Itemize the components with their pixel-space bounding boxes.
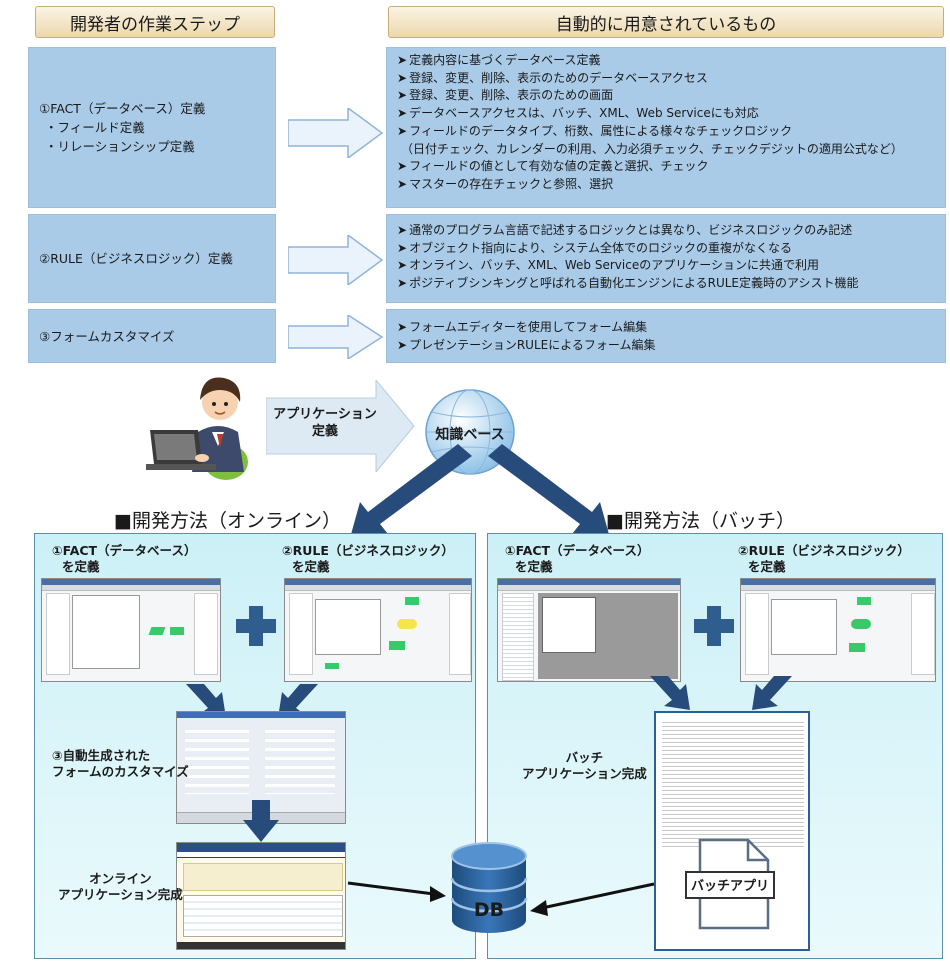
online-fact-screenshot: [41, 578, 221, 682]
auto-fact-item: ➤登録、変更、削除、表示のための画面: [397, 88, 614, 103]
batch-fact-label: ①FACT（データベース） を定義: [505, 543, 649, 575]
auto-fact-item: ➤定義内容に基づくデータベース定義: [397, 53, 601, 67]
online-plus-icon: [236, 606, 276, 646]
step-rule-box: ②RULE（ビジネスロジック）定義: [28, 214, 276, 303]
developer-illustration: [146, 377, 248, 480]
db-cylinder-icon: [450, 842, 528, 933]
header-developer-steps: 開発者の作業ステップ: [35, 6, 275, 38]
step-rule-title: ②RULE（ビジネスロジック）定義: [39, 251, 233, 266]
auto-rule-item: ➤通常のプログラム言語で記述するロジックとは異なり、ビジネスロジックのみ記述: [397, 223, 853, 237]
batch-rule-screenshot: [740, 578, 936, 682]
globe-split-arrows: [350, 444, 610, 538]
batch-done-line2: アプリケーション完成: [522, 766, 647, 781]
online-to-db-arrow: [347, 881, 446, 902]
online-rule-line2: を定義: [292, 559, 330, 574]
header-auto-provided-text: 自動的に用意されているもの: [555, 14, 777, 35]
auto-fact-item: ➤データベースアクセスは、バッチ、XML、Web Serviceにも対応: [397, 106, 759, 121]
auto-fact-item: （日付チェック、カレンダーの利用、入力必須チェック、チェックデジットの適用公式な…: [401, 141, 903, 156]
batch-rule-line2: を定義: [748, 559, 786, 574]
auto-box-fact: ➤定義内容に基づくデータベース定義 ➤登録、変更、削除、表示のためのデータベース…: [386, 47, 946, 208]
arrow-to-batch: [488, 444, 610, 538]
step-fact-box: ①FACT（データベース）定義 ・フィールド定義 ・リレーションシップ定義: [28, 47, 276, 208]
online-down-arrow: [243, 800, 279, 842]
knowledge-base-label: 知識ベース: [435, 427, 505, 443]
app-definition-label: アプリケーション 定義: [266, 406, 384, 440]
online-done-label: オンライン アプリケーション完成: [58, 871, 183, 903]
online-customize-label: ③自動生成された フォームのカスタマイズ: [52, 748, 189, 780]
online-fact-line1: ①FACT（データベース）: [52, 543, 197, 558]
batch-merge-arrows: [650, 676, 792, 710]
step-fact-sub-relation: ・リレーションシップ定義: [45, 139, 195, 154]
online-section-title: ■開発方法（オンライン）: [114, 510, 341, 532]
header-developer-steps-text: 開発者の作業ステップ: [70, 14, 240, 35]
online-customize-line1: ③自動生成された: [52, 748, 151, 763]
auto-fact-item: ➤登録、変更、削除、表示のためのデータベースアクセス: [397, 70, 708, 85]
auto-form-item: ➤フォームエディターを使用してフォーム編集: [397, 320, 648, 334]
step-form-box: ③フォームカスタマイズ: [28, 309, 276, 363]
step-form-title: ③フォームカスタマイズ: [39, 328, 175, 344]
online-rule-screenshot: [284, 578, 472, 682]
auto-box-rule: ➤通常のプログラム言語で記述するロジックとは異なり、ビジネスロジックのみ記述 ➤…: [386, 214, 946, 303]
auto-rule-item: ➤ポジティブシンキングと呼ばれる自動化エンジンによるRULE定義時のアシスト機能: [397, 276, 859, 291]
online-customize-line2: フォームのカスタマイズ: [52, 764, 189, 779]
step-arrow-3: [288, 315, 384, 359]
batch-done-line1: バッチ: [565, 750, 604, 765]
batch-fact-screenshot: [497, 578, 681, 682]
batch-app-document-icon: [685, 838, 775, 930]
app-definition-label-line2: 定義: [311, 424, 338, 439]
batch-fact-line2: を定義: [515, 559, 553, 574]
batch-section-title: ■開発方法（バッチ）: [606, 510, 795, 532]
online-rule-line1: ②RULE（ビジネスロジック）: [282, 543, 454, 558]
app-definition-label-line1: アプリケーション: [273, 407, 377, 422]
online-done-line2: アプリケーション完成: [58, 887, 183, 902]
step-arrow-2: [288, 235, 384, 285]
online-fact-line2: を定義: [62, 559, 100, 574]
batch-rule-line1: ②RULE（ビジネスロジック）: [738, 543, 910, 558]
batch-to-db-arrow: [530, 882, 655, 916]
auto-fact-item: ➤マスターの存在チェックと参照、選択: [397, 176, 614, 191]
batch-done-label: バッチ アプリケーション完成: [522, 750, 647, 782]
online-app-screenshot: [176, 842, 346, 950]
auto-fact-item: ➤フィールドの値として有効な値の定義と選択、チェック: [397, 159, 709, 174]
batch-rule-label: ②RULE（ビジネスロジック） を定義: [738, 543, 910, 575]
step-fact-sub-field: ・フィールド定義: [45, 120, 145, 135]
auto-form-item: ➤プレゼンテーションRULEによるフォーム編集: [397, 337, 656, 352]
auto-fact-item: ➤フィールドのデータタイプ、桁数、属性による様々なチェックロジック: [397, 123, 793, 138]
batch-fact-line1: ①FACT（データベース）: [505, 543, 650, 558]
online-merge-arrows: [186, 684, 318, 718]
auto-box-form: ➤フォームエディターを使用してフォーム編集 ➤プレゼンテーションRULEによるフ…: [386, 309, 946, 363]
batch-app-label: バッチアプリ: [690, 879, 769, 894]
auto-rule-item: ➤オンライン、バッチ、XML、Web Serviceのアプリケーションに共通で利…: [397, 258, 819, 273]
batch-plus-icon: [694, 606, 734, 646]
step-arrow-1: [288, 108, 384, 158]
db-label: DB: [473, 899, 505, 921]
header-auto-provided: 自動的に用意されているもの: [388, 6, 944, 38]
arrow-to-online: [350, 444, 472, 538]
step-fact-title: ①FACT（データベース）定義: [39, 101, 206, 116]
online-done-line1: オンライン: [89, 871, 152, 886]
online-rule-label: ②RULE（ビジネスロジック） を定義: [282, 543, 454, 575]
app-definition-arrow: [266, 380, 415, 472]
online-fact-label: ①FACT（データベース） を定義: [52, 543, 196, 575]
auto-rule-item: ➤オブジェクト指向により、システム全体でのロジックの重複がなくなる: [397, 240, 792, 255]
